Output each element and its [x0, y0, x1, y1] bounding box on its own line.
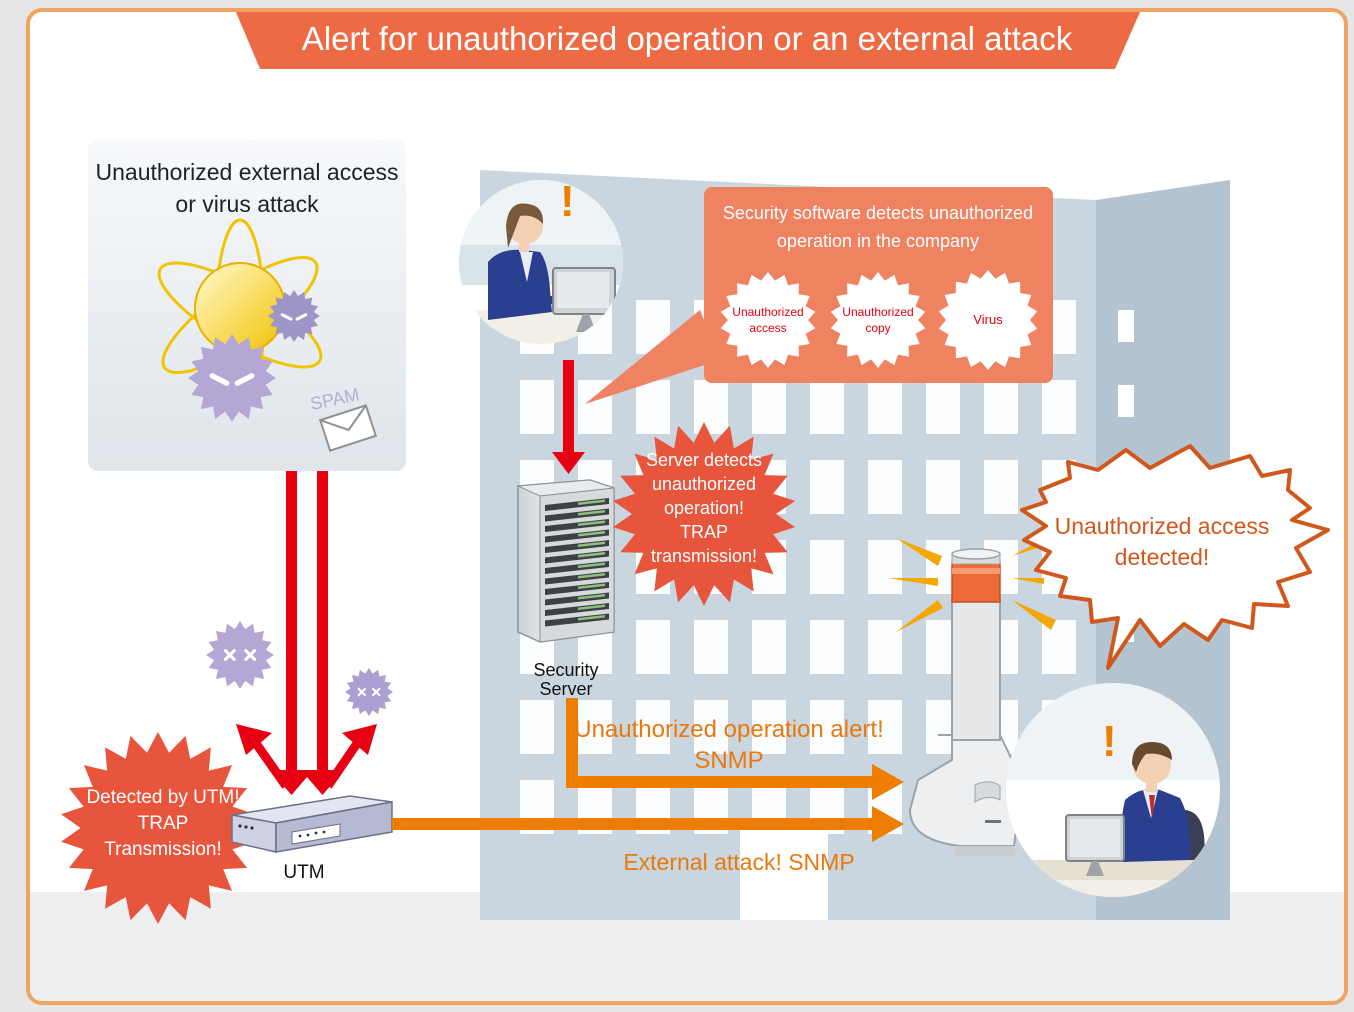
server-burst-line4: TRAP — [680, 522, 728, 542]
utm-burst-line2: TRAP — [138, 813, 189, 834]
operation-arrow — [552, 360, 585, 474]
callout-line2: operation in the company — [777, 231, 979, 251]
utm-burst-line3: Transmission! — [104, 839, 222, 860]
signal-tower-light — [888, 534, 1056, 856]
external-box-line1: Unauthorized external access — [96, 159, 399, 185]
office-worker-man: ! — [1006, 683, 1220, 897]
callout-line1: Security software detects unauthorized — [723, 203, 1033, 223]
utm-detection-burst — [61, 732, 255, 924]
server-burst-line5: transmission! — [651, 546, 757, 566]
virus-icon — [188, 334, 276, 422]
operation-alert-label-1: Unauthorized operation alert! — [574, 716, 884, 743]
virus-small-icon — [268, 290, 320, 342]
server-label-1: Security — [533, 660, 598, 680]
title-bar: Alert for unauthorized operation or an e… — [236, 12, 1140, 69]
server-label-2: Server — [539, 679, 592, 699]
speech-line2: detected! — [1115, 544, 1210, 570]
page-title: Alert for unauthorized operation or an e… — [302, 20, 1073, 57]
operation-alert-label-2: SNMP — [694, 747, 763, 774]
security-software-callout: Security software detects unauthorized o… — [585, 187, 1053, 404]
spam-mail-icon: SPAM — [308, 384, 378, 452]
external-box-line2: or virus attack — [175, 191, 319, 217]
snmp-external-arrow — [392, 806, 904, 842]
external-attack-arrow — [236, 471, 377, 795]
snmp-operation-arrow — [566, 698, 904, 800]
utm-device — [231, 795, 393, 853]
burst-virus-label: Virus — [973, 312, 1003, 327]
callout-burst-group — [720, 270, 1038, 370]
server-drive-slots — [545, 498, 609, 627]
blocked-virus-small-icon — [345, 668, 393, 716]
atom-icon — [157, 218, 323, 412]
man-alert-exclamation: ! — [1102, 717, 1117, 766]
burst-copy-line2: copy — [865, 321, 890, 335]
utm-burst-line1: Detected by UTM! — [86, 787, 239, 808]
building-door — [740, 820, 828, 920]
server-burst-line1: Server detects — [646, 450, 762, 470]
alert-speech-bubble: Unauthorized access detected! — [1020, 444, 1330, 670]
woman-alert-exclamation: ! — [560, 177, 575, 226]
burst-copy-line1: Unauthorized — [842, 305, 913, 319]
utm-label: UTM — [283, 862, 324, 883]
security-server — [516, 479, 615, 643]
server-burst-line2: unauthorized — [652, 474, 756, 494]
server-detection-burst — [612, 422, 796, 606]
blocked-virus-icon — [206, 621, 274, 689]
external-attack-snmp-label: External attack! SNMP — [623, 849, 854, 875]
speech-line1: Unauthorized access — [1055, 513, 1270, 539]
burst-access-line2: access — [749, 321, 786, 335]
server-burst-line3: operation! — [664, 498, 744, 518]
external-attack-box: Unauthorized external access or virus at… — [88, 140, 406, 471]
burst-access-line1: Unauthorized — [732, 305, 803, 319]
